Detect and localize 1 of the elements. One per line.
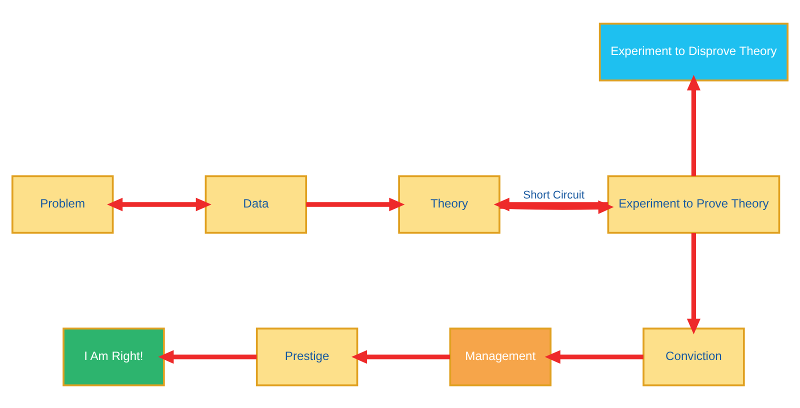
edge-label: Short Circuit <box>523 189 584 202</box>
